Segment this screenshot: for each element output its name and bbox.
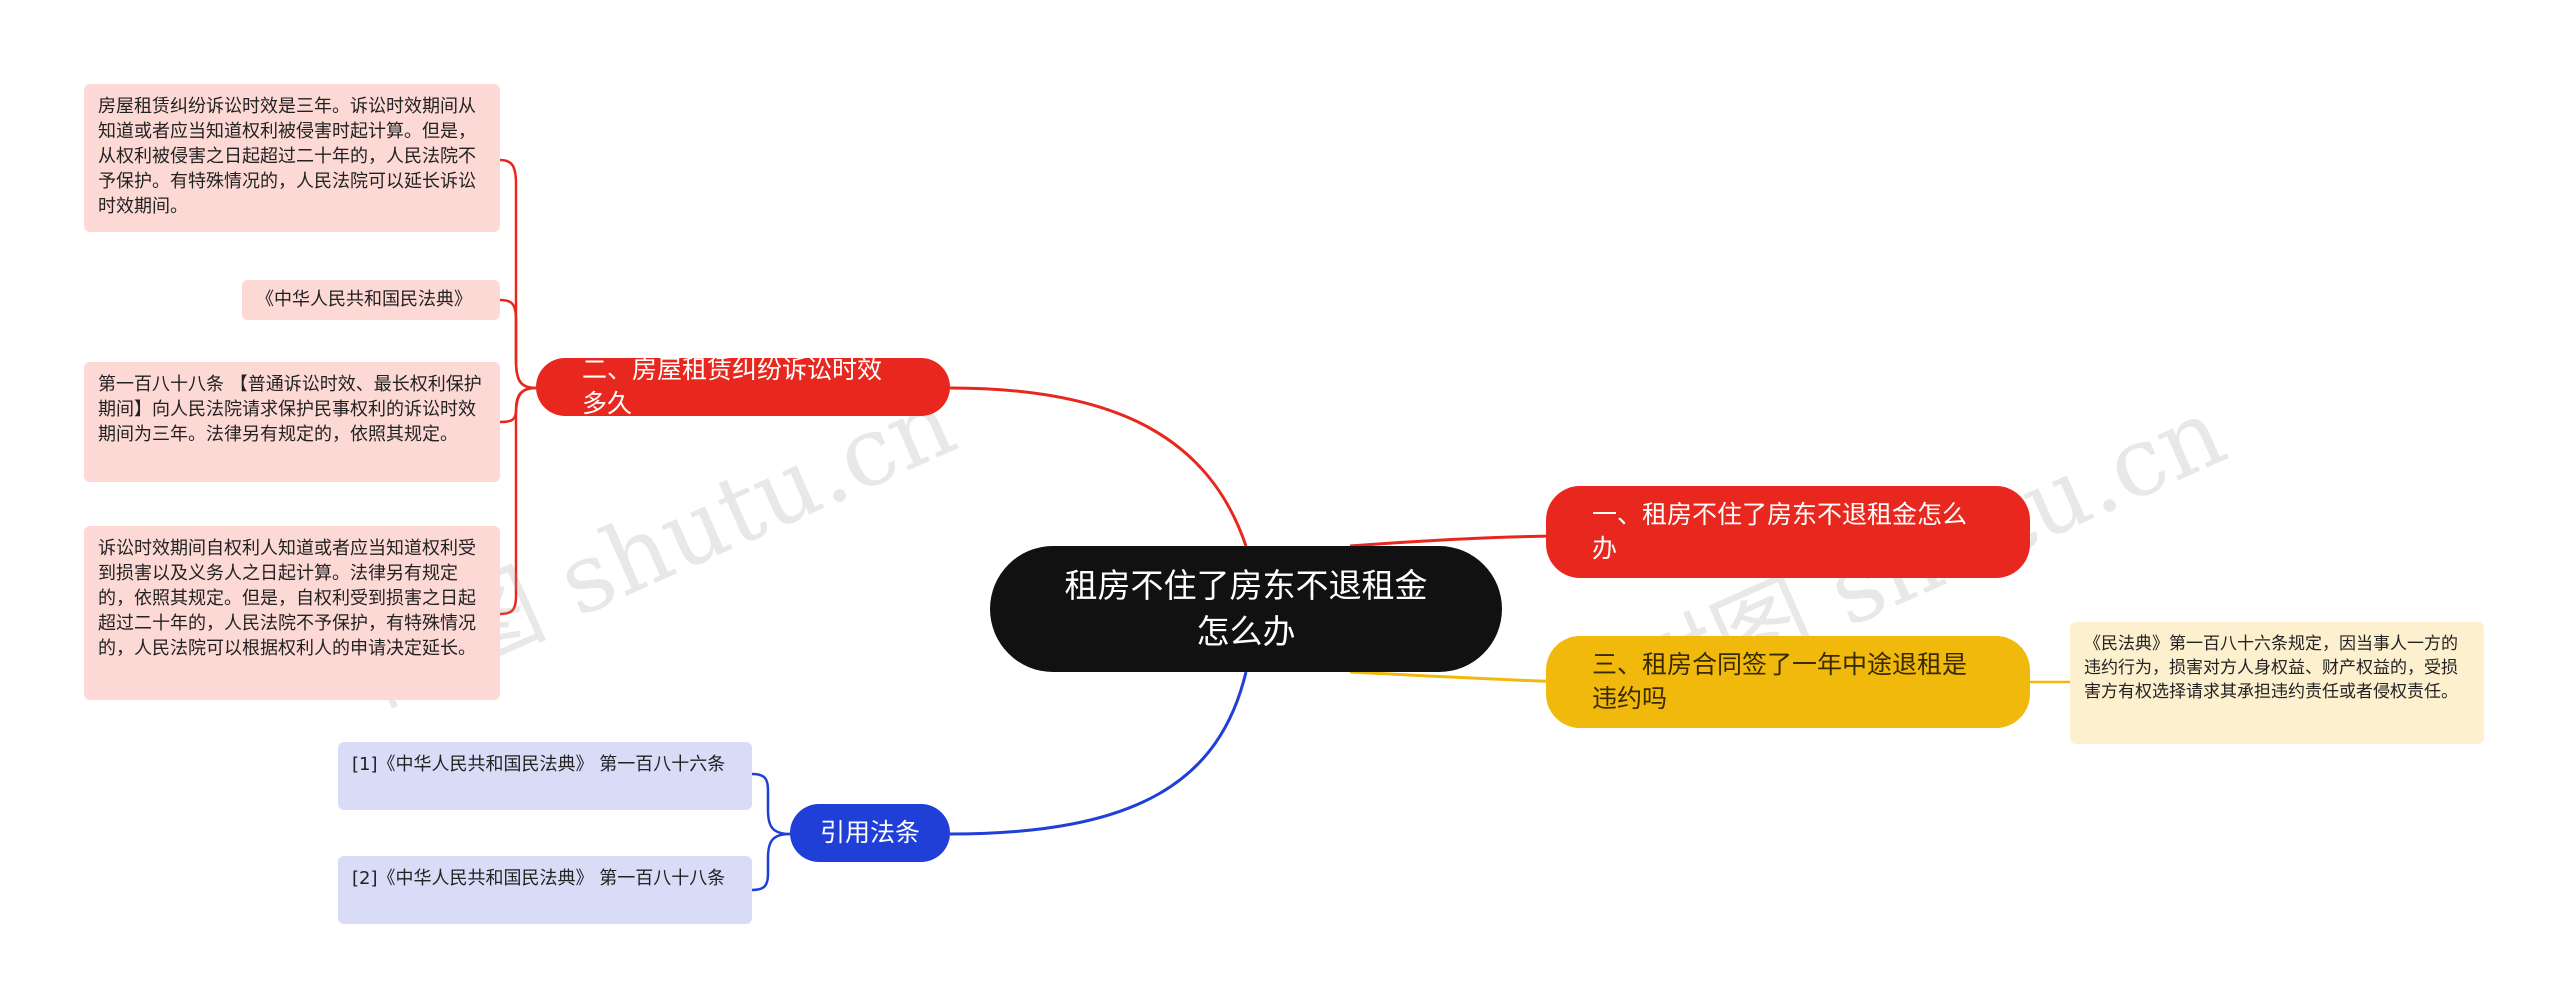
edge-b2-l3	[499, 386, 537, 424]
edge-b4-l5	[751, 772, 791, 836]
leaf-citation-188-text: [2]《中华人民共和国民法典》 第一百八十八条	[352, 868, 726, 889]
branch-limitation-period-label: 二、房屋租赁纠纷诉讼时效多久	[582, 355, 883, 418]
edge-b2-l4	[499, 386, 537, 616]
leaf-citation-186-text: [1]《中华人民共和国民法典》 第一百八十六条	[352, 754, 726, 775]
root-topic[interactable]: 租房不住了房东不退租金怎么办	[990, 546, 1502, 672]
leaf-citation-188[interactable]: [2]《中华人民共和国民法典》 第一百八十八条	[338, 856, 752, 924]
root-topic-label: 租房不住了房东不退租金怎么办	[1064, 566, 1428, 651]
edge-root-b1	[1349, 534, 1569, 548]
leaf-limitation-summary-text: 房屋租赁纠纷诉讼时效是三年。诉讼时效期间从知道或者应当知道权利被侵害时起计算。但…	[98, 96, 476, 217]
leaf-civil-code-title[interactable]: 《中华人民共和国民法典》	[242, 280, 500, 320]
leaf-article-188-text: 第一百八十八条 【普通诉讼时效、最长权利保护期间】向人民法院请求保护民事权利的诉…	[98, 374, 482, 445]
leaf-civil-code-title-text: 《中华人民共和国民法典》	[256, 289, 472, 310]
leaf-citation-186[interactable]: [1]《中华人民共和国民法典》 第一百八十六条	[338, 742, 752, 810]
leaf-limitation-start[interactable]: 诉讼时效期间自权利人知道或者应当知道权利受到损害以及义务人之日起计算。法律另有规…	[84, 526, 500, 700]
edge-b2-l2	[499, 298, 537, 390]
edge-b4-l6	[751, 832, 791, 892]
branch-early-termination[interactable]: 三、租房合同签了一年中途退租是违约吗	[1546, 636, 2030, 728]
leaf-breach-liability-text: 《民法典》第一百八十六条规定，因当事人一方的违约行为，损害对方人身权益、财产权益…	[2084, 634, 2458, 702]
leaf-breach-liability[interactable]: 《民法典》第一百八十六条规定，因当事人一方的违约行为，损害对方人身权益、财产权益…	[2070, 622, 2484, 744]
edge-b2-l1	[499, 158, 537, 390]
leaf-article-188[interactable]: 第一百八十八条 【普通诉讼时效、最长权利保护期间】向人民法院请求保护民事权利的诉…	[84, 362, 500, 482]
branch-rent-refund[interactable]: 一、租房不住了房东不退租金怎么办	[1546, 486, 2030, 578]
branch-rent-refund-label: 一、租房不住了房东不退租金怎么办	[1592, 500, 1968, 563]
edge-root-b4	[949, 671, 1248, 836]
edge-root-b2	[949, 386, 1248, 547]
leaf-limitation-summary[interactable]: 房屋租赁纠纷诉讼时效是三年。诉讼时效期间从知道或者应当知道权利被侵害时起计算。但…	[84, 84, 500, 232]
leaf-limitation-start-text: 诉讼时效期间自权利人知道或者应当知道权利受到损害以及义务人之日起计算。法律另有规…	[98, 538, 476, 659]
branch-cited-law[interactable]: 引用法条	[790, 804, 950, 862]
branch-cited-law-label: 引用法条	[819, 818, 920, 847]
edge-root-b3	[1349, 670, 1569, 684]
branch-limitation-period[interactable]: 二、房屋租赁纠纷诉讼时效多久	[536, 355, 950, 418]
branch-early-termination-label: 三、租房合同签了一年中途退租是违约吗	[1592, 650, 1968, 713]
